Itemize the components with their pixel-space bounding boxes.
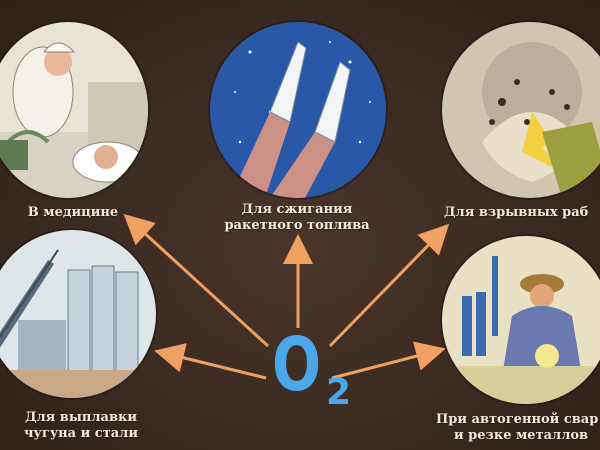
- caption-welding: При автогенной свар и резке металлов: [436, 412, 599, 443]
- smelting-illustration: [0, 230, 156, 398]
- caption-smelting: Для выплавки чугуна и стали: [24, 410, 138, 441]
- arrow-to-welding: [331, 341, 446, 380]
- formula-symbol: O: [272, 322, 322, 408]
- arrow-to-blasting: [328, 223, 450, 348]
- formula-subscript: 2: [326, 372, 352, 413]
- caption-rocket: Для сжигания ракетного топлива: [224, 202, 370, 233]
- medicine-illustration: [0, 22, 148, 198]
- arrow-to-smelting: [154, 343, 267, 380]
- rocket-illustration: [210, 22, 386, 198]
- arrow-to-medicine: [123, 213, 270, 348]
- caption-medicine: В медицине: [27, 205, 119, 220]
- oxygen-formula: O 2: [272, 322, 351, 413]
- caption-blasting: Для взрывных раб: [444, 205, 589, 220]
- welding-illustration: [442, 236, 600, 404]
- blasting-illustration: [442, 22, 600, 198]
